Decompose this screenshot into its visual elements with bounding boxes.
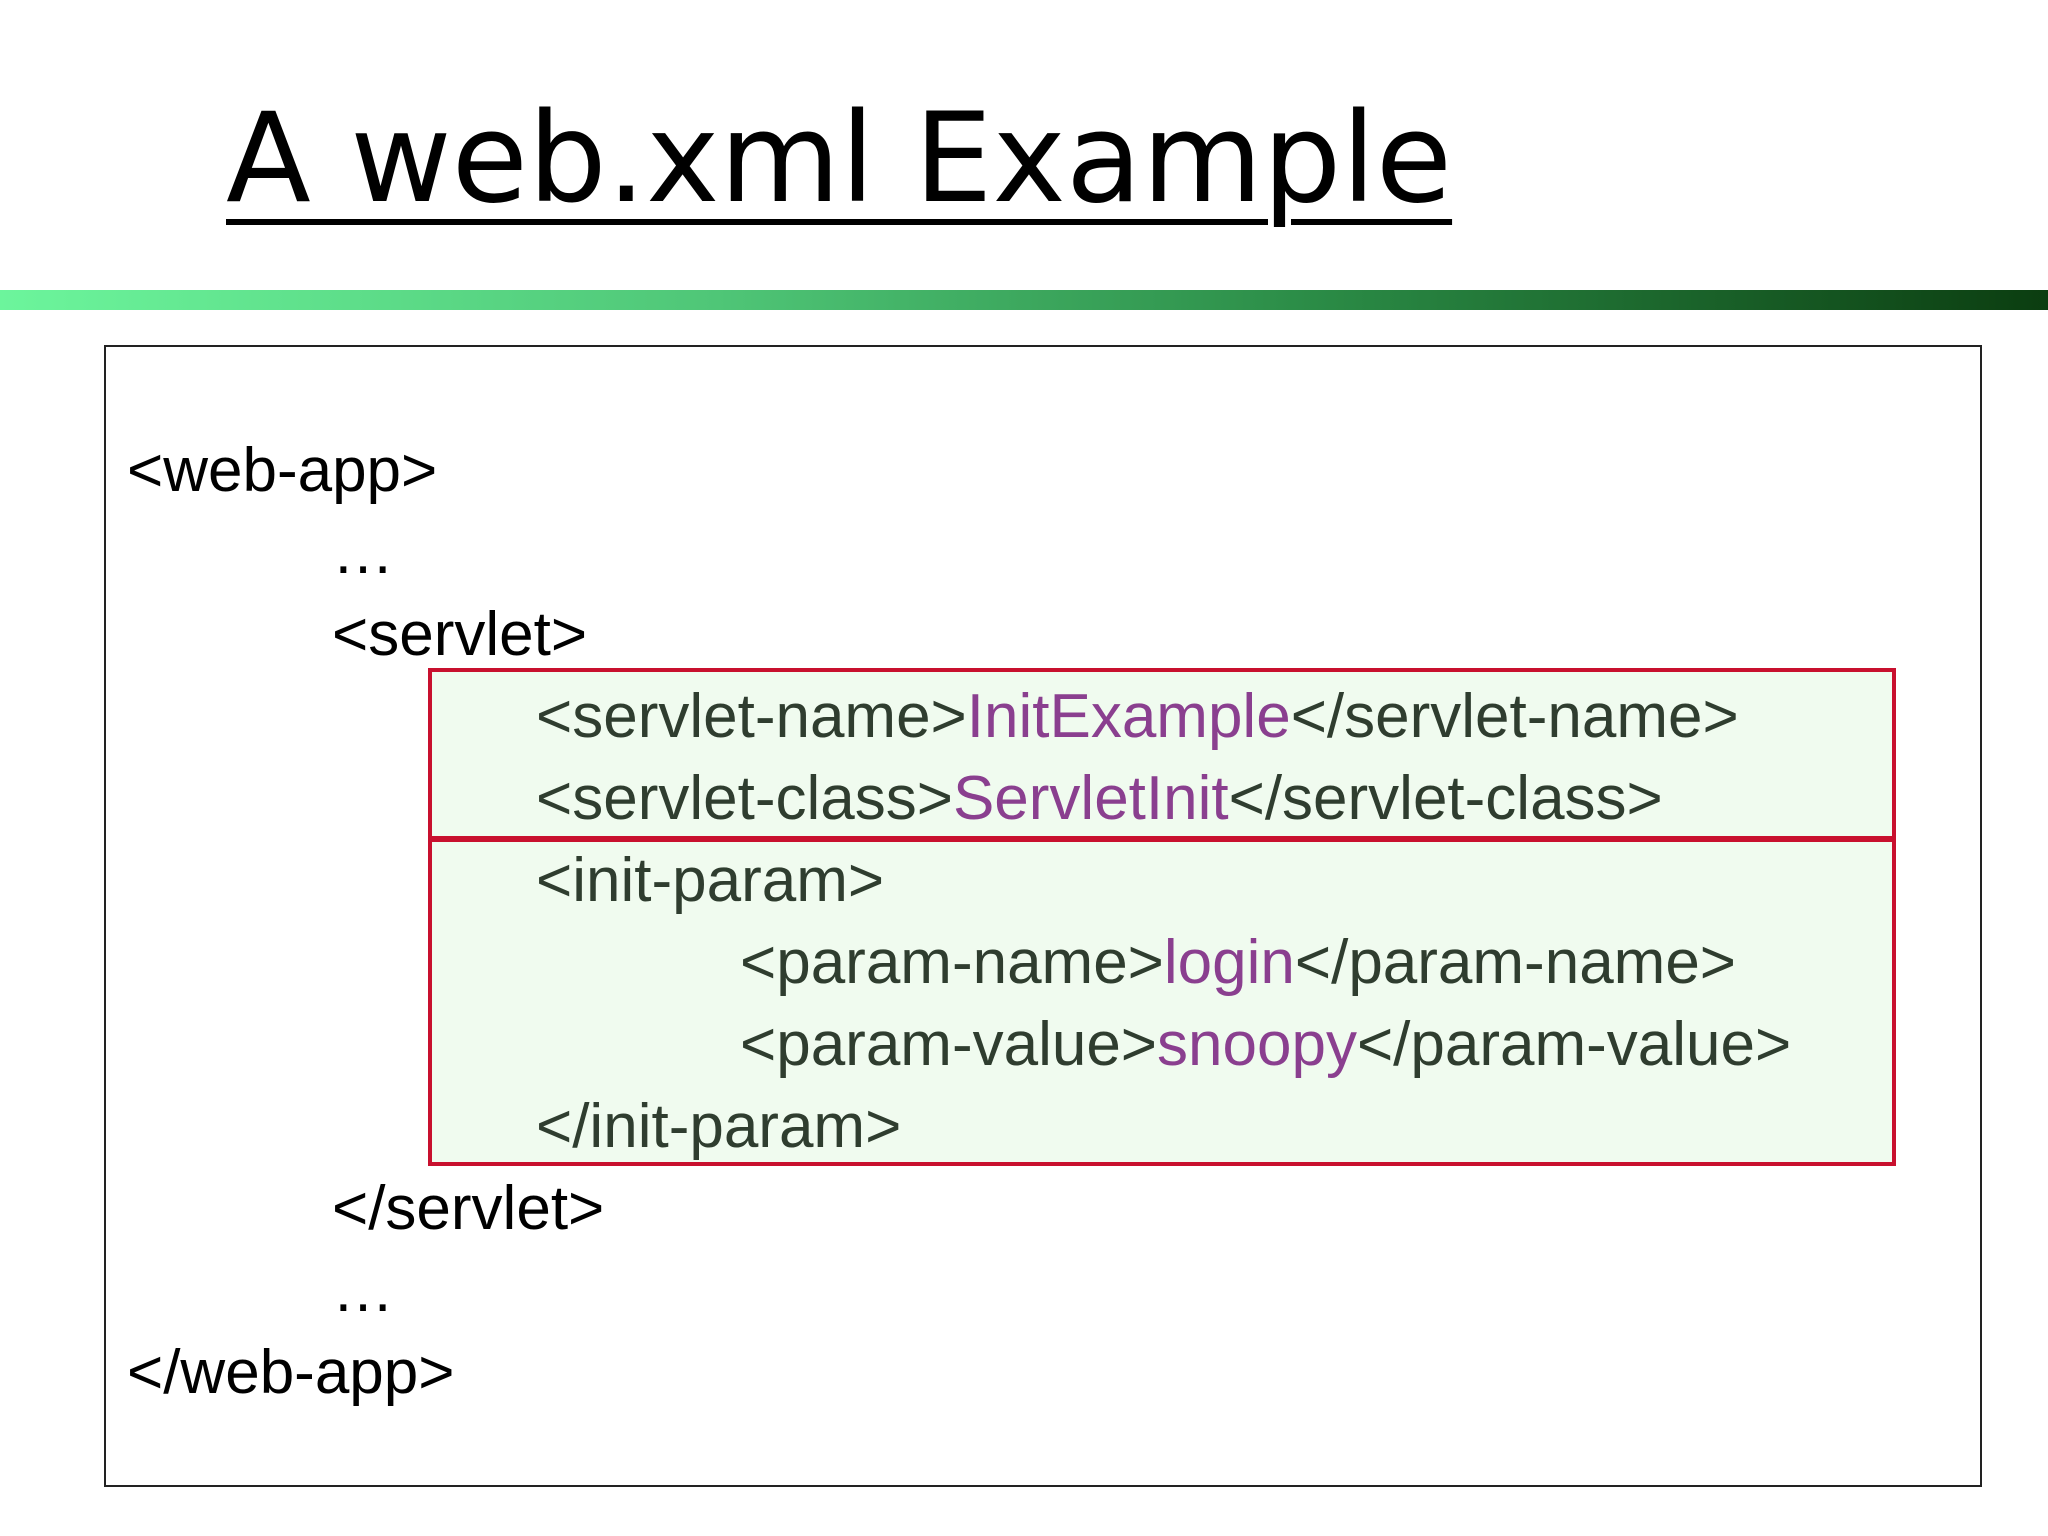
param-value-close-tag: </param-value> xyxy=(1356,1010,1792,1079)
servlet-name-line: <servlet-name>InitExample</servlet-name> xyxy=(536,680,1739,754)
init-param-highlight xyxy=(428,838,1896,1166)
param-value-value: snoopy xyxy=(1157,1010,1357,1079)
web-app-close-tag: </web-app> xyxy=(127,1338,455,1407)
servlet-name-close-tag: </servlet-name> xyxy=(1290,682,1739,751)
web-app-open-tag: <web-app> xyxy=(127,436,438,505)
servlet-class-close-tag: </servlet-class> xyxy=(1228,764,1663,833)
param-value-line: <param-value>snoopy</param-value> xyxy=(740,1008,1791,1082)
param-name-line: <param-name>login</param-name> xyxy=(740,926,1736,1000)
param-name-open-tag: <param-name> xyxy=(740,928,1164,997)
servlet-class-value: ServletInit xyxy=(952,764,1229,833)
servlet-name-value: InitExample xyxy=(966,682,1291,751)
param-name-value: login xyxy=(1163,928,1295,997)
servlet-open-tag: <servlet> xyxy=(332,600,588,669)
ellipsis-top: … xyxy=(332,518,394,587)
ellipsis-bottom: … xyxy=(332,1256,394,1325)
servlet-close-tag: </servlet> xyxy=(332,1174,605,1243)
code-frame xyxy=(104,345,1982,1487)
servlet-name-open-tag: <servlet-name> xyxy=(536,682,967,751)
title-divider xyxy=(0,290,2048,310)
servlet-class-open-tag: <servlet-class> xyxy=(536,764,953,833)
slide-title: A web.xml Example xyxy=(226,87,1453,231)
servlet-class-line: <servlet-class>ServletInit</servlet-clas… xyxy=(536,762,1663,836)
param-value-open-tag: <param-value> xyxy=(740,1010,1158,1079)
param-name-close-tag: </param-name> xyxy=(1294,928,1737,997)
init-param-open-tag: <init-param> xyxy=(536,846,885,915)
init-param-close-tag: </init-param> xyxy=(536,1092,902,1161)
